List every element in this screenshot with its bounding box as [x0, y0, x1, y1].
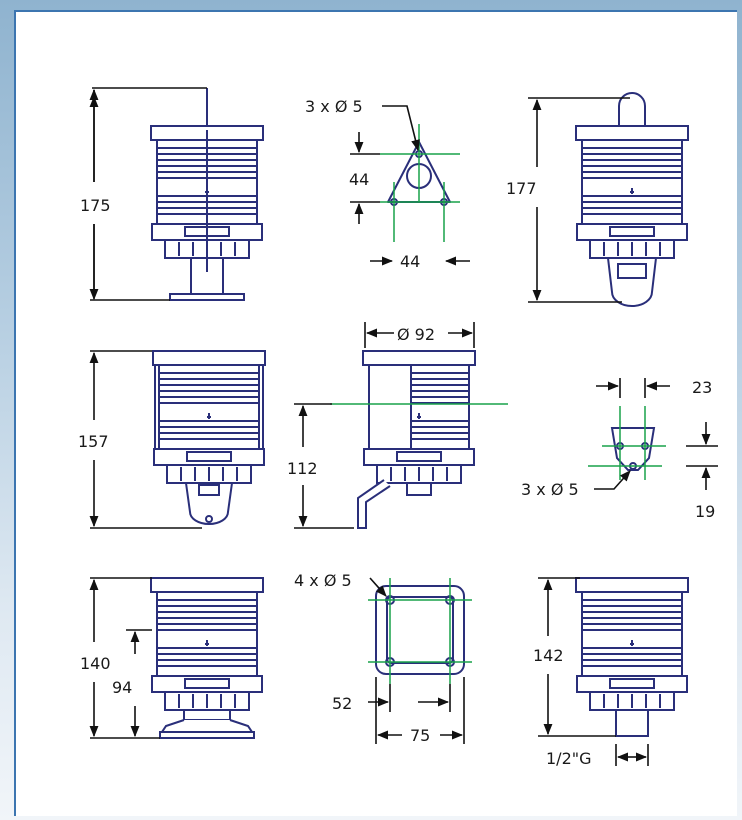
view-lamp-177 — [528, 92, 689, 307]
view-lamp-142 — [538, 577, 689, 766]
dim-thread: 1/2"G — [546, 749, 592, 768]
dim-19: 19 — [695, 502, 715, 521]
dim-holes-small: 3 x Ø 5 — [521, 480, 579, 499]
technical-drawing: 175 3 x Ø 5 44 44 177 157 — [78, 12, 718, 768]
view-lamp-157 — [89, 351, 265, 529]
view-square-mount — [368, 577, 472, 744]
dim-44-width: 44 — [400, 252, 420, 271]
view-bracket-small — [588, 378, 718, 490]
drawing-frame: 175 3 x Ø 5 44 44 177 157 — [14, 10, 737, 816]
dim-94: 94 — [112, 678, 132, 697]
dim-23: 23 — [692, 378, 712, 397]
dim-75: 75 — [410, 726, 430, 745]
dim-52: 52 — [332, 694, 352, 713]
dim-177: 177 — [506, 179, 537, 198]
dim-175: 175 — [80, 196, 111, 215]
dim-112: 112 — [287, 459, 318, 478]
dim-44-height: 44 — [349, 170, 369, 189]
dim-157: 157 — [78, 432, 109, 451]
dim-142: 142 — [533, 646, 564, 665]
view-lamp-175 — [90, 88, 264, 301]
view-lamp-140 — [89, 577, 264, 739]
dim-holes-square: 4 x Ø 5 — [294, 571, 352, 590]
view-triangle-mount — [350, 105, 470, 266]
view-lamp-side-112 — [294, 322, 508, 529]
dim-diameter-92: Ø 92 — [397, 325, 435, 344]
dim-140: 140 — [80, 654, 111, 673]
dim-holes-triangle: 3 x Ø 5 — [305, 97, 363, 116]
